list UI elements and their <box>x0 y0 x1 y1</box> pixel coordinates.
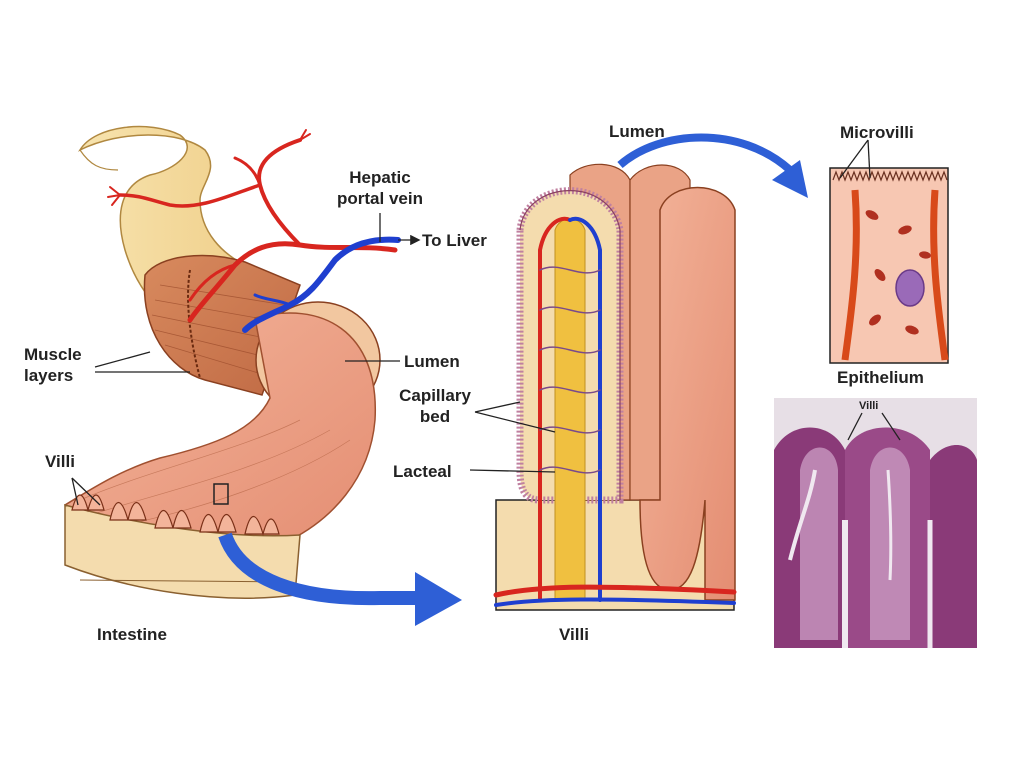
to-liver-label: To Liver <box>422 231 487 250</box>
intestine-label: Intestine <box>97 625 167 644</box>
arrow-intestine-to-villi <box>218 532 420 606</box>
micrograph-villi-label: Villi <box>859 400 879 412</box>
epithelium-label: Epithelium <box>837 368 924 387</box>
arrow-lumen-to-microvilli <box>617 133 793 173</box>
villus-right <box>639 186 736 601</box>
villi-illustration <box>493 133 808 611</box>
muscle-layers-label: Muscle layers <box>24 345 82 385</box>
villi-lumen-label: Lumen <box>609 122 665 141</box>
capillary-bed-label: Capillary bed <box>399 386 471 426</box>
villi-panel-label: Villi <box>559 625 589 644</box>
epithelium-illustration <box>829 167 949 364</box>
lacteal-vessel <box>554 218 586 601</box>
intestine-lumen-label: Lumen <box>404 352 460 371</box>
hepatic-portal-vein-label: Hepatic portal vein <box>337 168 423 208</box>
villi-micrograph <box>774 398 977 648</box>
lacteal-label: Lacteal <box>393 462 452 481</box>
microvilli-label: Microvilli <box>840 123 914 142</box>
leader-lines <box>71 139 901 506</box>
hepatic-portal-vein-vessel <box>242 236 401 333</box>
intestine-illustration <box>64 125 462 626</box>
intestine-villi-label: Villi <box>45 452 75 471</box>
epithelium-nucleus <box>895 269 925 307</box>
